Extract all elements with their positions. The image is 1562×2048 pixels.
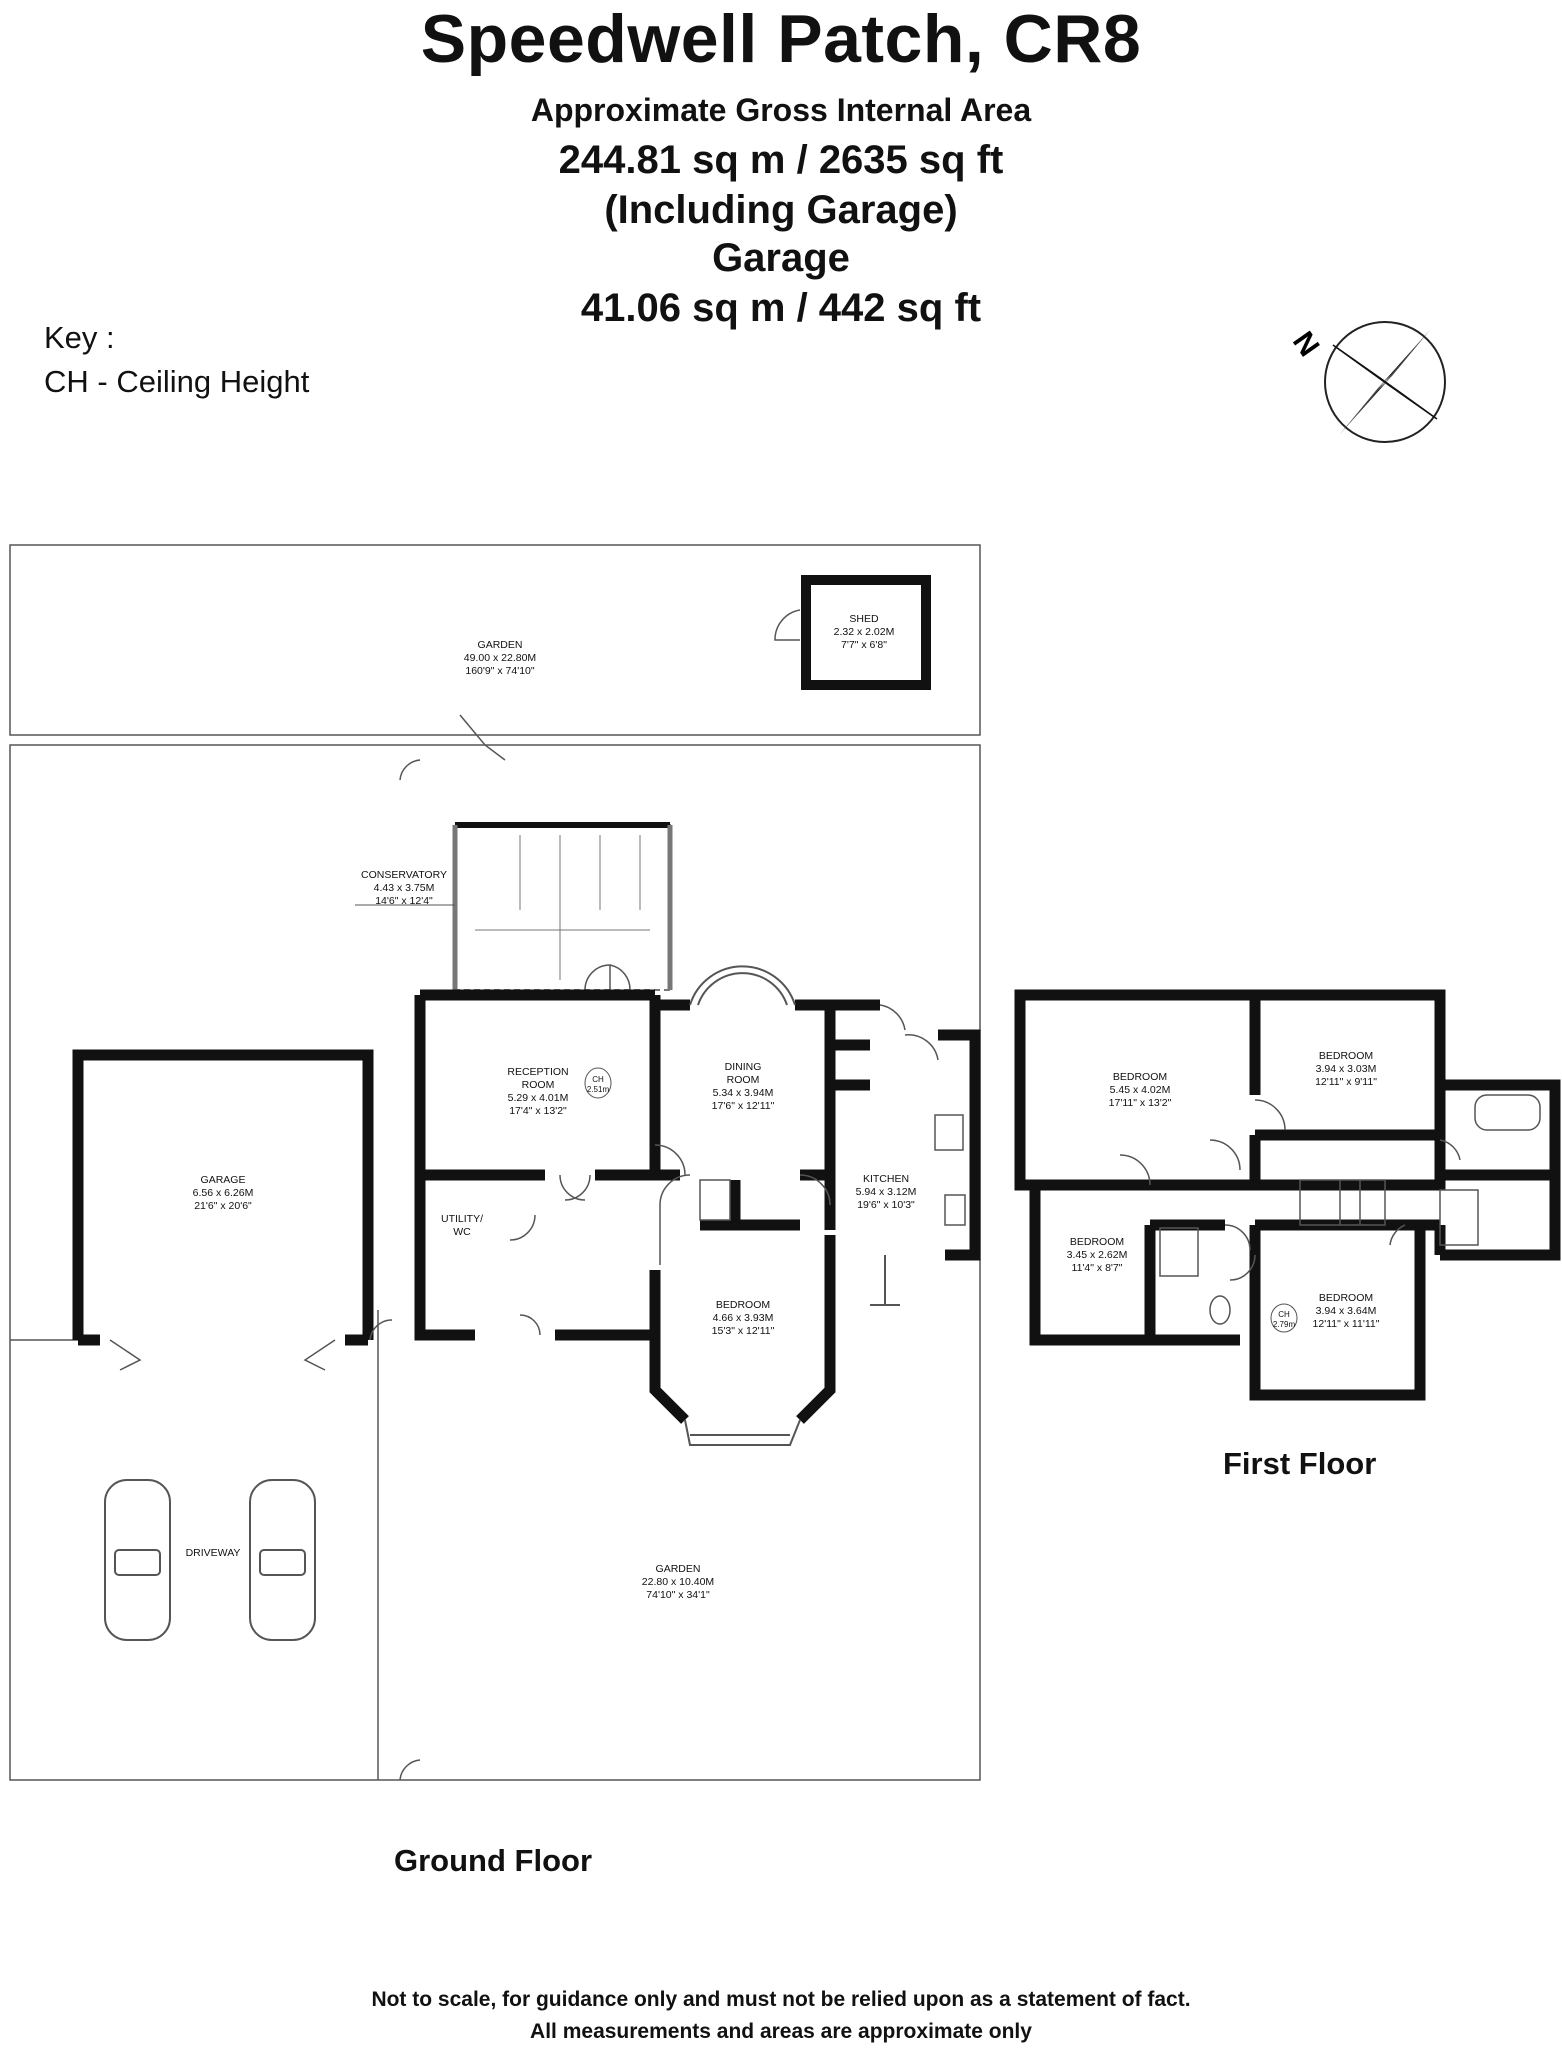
reception-name2: ROOM: [522, 1079, 555, 1091]
garage-name: GARAGE: [201, 1174, 246, 1186]
site-boundaries: [9, 544, 981, 1781]
first-floor-label: First Floor: [1223, 1446, 1377, 1481]
shed: [774, 575, 931, 690]
garden-front-ft: 74'10" x 34'1": [646, 1589, 710, 1601]
first-floor-fixtures: [1119, 1094, 1541, 1325]
reception-m: 5.29 x 4.01M: [508, 1092, 569, 1104]
page-title: Speedwell Patch, CR8: [420, 1, 1142, 77]
compass-rose-icon: N: [1286, 321, 1446, 443]
bedroom-4-ch-value: 2.79m: [1273, 1320, 1296, 1329]
dining-name1: DINING: [725, 1061, 762, 1073]
ground-floor-doors: [109, 1004, 966, 1371]
dining-m: 5.34 x 3.94M: [713, 1087, 774, 1099]
disclaimer-line-2: All measurements and areas are approxima…: [530, 2020, 1032, 2043]
conservatory-ft: 14'6" x 12'4": [375, 895, 433, 907]
area-total: 244.81 sq m / 2635 sq ft: [558, 138, 1004, 182]
garden-front-m: 22.80 x 10.40M: [642, 1576, 714, 1588]
dining-ft: 17'6" x 12'11": [712, 1100, 775, 1112]
bedroom-4-m: 3.94 x 3.64M: [1316, 1305, 1377, 1317]
bedroom-2-m: 3.94 x 3.03M: [1316, 1063, 1377, 1075]
ground-floor-walls: [72, 989, 981, 1424]
shed-name: SHED: [849, 613, 879, 625]
ground-floor-label: Ground Floor: [394, 1843, 593, 1878]
bedroom-2-name: BEDROOM: [1319, 1050, 1373, 1062]
dining-name2: ROOM: [727, 1074, 760, 1086]
utility-name1: UTILITY/: [441, 1213, 483, 1225]
bedroom-gf-ft: 15'3" x 12'11": [712, 1325, 775, 1337]
garden-top-name: GARDEN: [478, 639, 523, 651]
shed-m: 2.32 x 2.02M: [834, 626, 895, 638]
compass-north-label: N: [1286, 326, 1325, 363]
key-label: Key :: [44, 320, 115, 355]
utility-name2: WC: [453, 1226, 471, 1238]
reception-ch: CH: [592, 1075, 604, 1084]
area-note: (Including Garage): [604, 188, 958, 232]
garage-m: 6.56 x 6.26M: [193, 1187, 254, 1199]
reception-ch-value: 2.51m: [587, 1085, 610, 1094]
bedroom-1-name: BEDROOM: [1113, 1071, 1167, 1083]
bedroom-3-name: BEDROOM: [1070, 1236, 1124, 1248]
room-labels: GARDEN 49.00 x 22.80M 160'9" x 74'10" SH…: [186, 613, 1380, 1601]
reception-ft: 17'4" x 13'2": [509, 1105, 567, 1117]
bedroom-gf-name: BEDROOM: [716, 1299, 770, 1311]
bay-windows: [684, 965, 900, 1446]
kitchen-name: KITCHEN: [863, 1173, 909, 1185]
garage-area: 41.06 sq m / 442 sq ft: [580, 286, 982, 330]
bedroom-4-name: BEDROOM: [1319, 1292, 1373, 1304]
kitchen-m: 5.94 x 3.12M: [856, 1186, 917, 1198]
bedroom-4-ch: CH: [1278, 1310, 1290, 1319]
bedroom-3-ft: 11'4" x 8'7": [1072, 1262, 1123, 1274]
conservatory-m: 4.43 x 3.75M: [374, 882, 435, 894]
bedroom-2-ft: 12'11" x 9'11": [1315, 1076, 1377, 1088]
bedroom-gf-m: 4.66 x 3.93M: [713, 1312, 774, 1324]
bedroom-1-m: 5.45 x 4.02M: [1110, 1084, 1171, 1096]
driveway-cars: [104, 1479, 316, 1641]
conservatory-name: CONSERVATORY: [361, 869, 447, 881]
garden-front-name: GARDEN: [656, 1563, 701, 1575]
first-floor-walls: [1014, 989, 1561, 1401]
garden-top-ft: 160'9" x 74'10": [465, 665, 535, 677]
garage-ft: 21'6" x 20'6": [194, 1200, 252, 1212]
driveway-name: DRIVEWAY: [186, 1547, 241, 1559]
garden-top-m: 49.00 x 22.80M: [464, 652, 536, 664]
disclaimer-line-1: Not to scale, for guidance only and must…: [371, 1988, 1191, 2011]
key-ch: CH - Ceiling Height: [44, 364, 310, 399]
shed-ft: 7'7" x 6'8": [841, 639, 887, 651]
reception-name1: RECEPTION: [507, 1066, 568, 1078]
bedroom-1-ft: 17'11" x 13'2": [1109, 1097, 1172, 1109]
bedroom-3-m: 3.45 x 2.62M: [1067, 1249, 1128, 1261]
conservatory: [355, 822, 673, 991]
area-heading: Approximate Gross Internal Area: [530, 92, 1032, 128]
bedroom-4-ft: 12'11" x 11'11": [1313, 1318, 1380, 1330]
kitchen-ft: 19'6" x 10'3": [857, 1199, 915, 1211]
garage-heading: Garage: [712, 236, 850, 280]
